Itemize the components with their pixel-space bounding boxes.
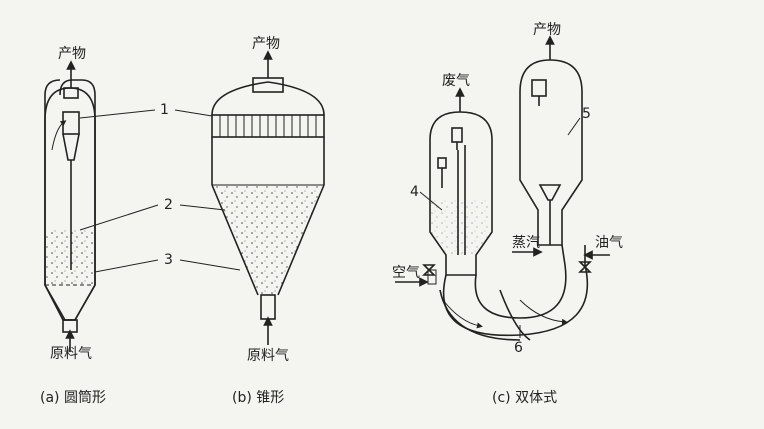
number-5: 5 — [582, 106, 591, 122]
number-6: 6 — [514, 340, 523, 356]
feed-gas-label-a: 原料气 — [50, 346, 92, 362]
leader-lines — [79, 109, 581, 338]
number-1: 1 — [160, 102, 169, 118]
reactor-a-cylindrical — [44, 60, 96, 352]
number-3: 3 — [164, 252, 173, 268]
number-2: 2 — [164, 197, 173, 213]
exhaust-label: 废气 — [442, 73, 470, 89]
caption-a: (a) 圆筒形 — [40, 389, 106, 406]
product-label-a: 产物 — [58, 46, 86, 62]
air-label: 空气 — [392, 265, 420, 281]
caption-b: (b) 锥形 — [232, 390, 284, 406]
caption-c: (c) 双体式 — [492, 390, 557, 406]
number-4: 4 — [410, 184, 419, 200]
product-label-b: 产物 — [252, 36, 280, 52]
reactor-b-conical — [211, 50, 325, 345]
reactor-c-twin — [395, 35, 610, 341]
feed-gas-label-b: 原料气 — [247, 348, 289, 364]
steam-label: 蒸汽 — [512, 235, 540, 251]
oil-gas-label: 油气 — [595, 235, 623, 251]
product-label-c: 产物 — [533, 22, 561, 38]
